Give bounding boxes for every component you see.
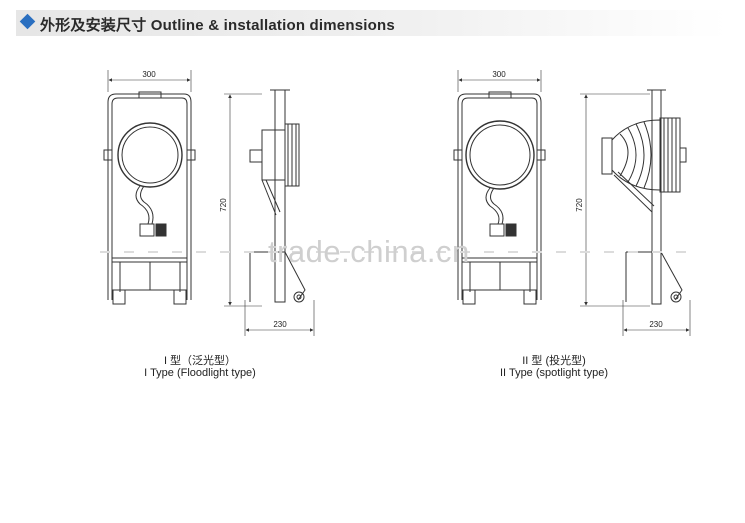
section-header: 外形及安装尺寸 Outline & installation dimension… — [16, 10, 728, 36]
fig1-caption-cn: I 型（泛光型） — [163, 355, 237, 367]
fig1-front-view — [103, 70, 196, 305]
fig1-side-view — [224, 89, 315, 336]
fig1-depth-label: 230 — [273, 320, 287, 329]
fig2-width-label: 300 — [492, 70, 506, 79]
fig2-caption-en: II Type (spotlight type) — [499, 367, 609, 379]
fig2-depth-label: 230 — [649, 320, 663, 329]
fig2-side-view — [580, 89, 691, 336]
fig2-front-view — [453, 70, 546, 305]
section-title: 外形及安装尺寸 Outline & installation dimension… — [40, 17, 395, 34]
fig2-height-label: 720 — [575, 198, 584, 212]
watermark-text: trade.china.cn — [268, 234, 470, 269]
fig2-caption-cn: II 型 (投光型) — [522, 355, 586, 367]
fig1-height-label: 720 — [219, 198, 228, 212]
fig1-caption-en: I Type (Floodlight type) — [144, 367, 256, 379]
fig1-width-label: 300 — [142, 70, 156, 79]
